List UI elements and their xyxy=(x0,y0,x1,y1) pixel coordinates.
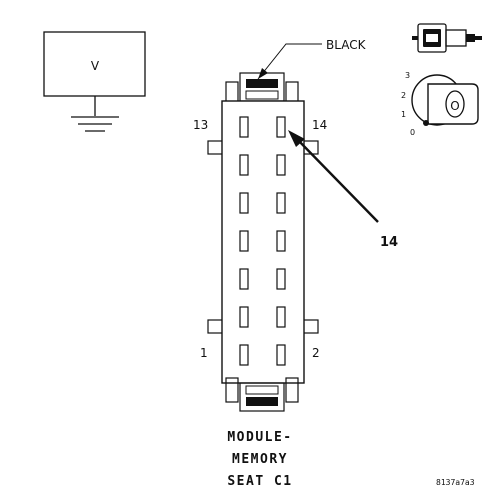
pin-cavity-7 xyxy=(239,230,249,252)
pin-cavity-10 xyxy=(276,192,286,214)
pin-callout-label: 14 xyxy=(380,235,398,250)
ignition-position-1: 1 xyxy=(401,110,406,119)
connector-icon xyxy=(207,72,319,412)
caption-line-3: SEAT C1 xyxy=(227,474,292,489)
pin-label-2: 2 xyxy=(312,346,320,360)
pin-label-14: 14 xyxy=(312,118,327,132)
pin-cavity-1 xyxy=(239,344,249,366)
pin-label-13: 13 xyxy=(193,118,208,132)
pin-cavity-12 xyxy=(276,154,286,176)
pin-cavity-2 xyxy=(276,344,286,366)
caption-line-2: MEMORY xyxy=(232,452,288,467)
ignition-position-0: 0 xyxy=(410,128,415,137)
ignition-position-2: 2 xyxy=(401,91,406,100)
pin-cavity-5 xyxy=(239,268,249,290)
pin-cavity-11 xyxy=(239,154,249,176)
wire-color-label: BLACK xyxy=(326,38,367,52)
pin-cavity-4 xyxy=(276,306,286,328)
pin-cavity-8 xyxy=(276,230,286,252)
reference-code: 8137a7a3 xyxy=(436,478,475,487)
ground-symbol-icon xyxy=(71,116,119,132)
pin-cavities xyxy=(239,116,286,366)
meter-label: V xyxy=(91,59,100,73)
key-label: O xyxy=(450,99,459,113)
ignition-key-icon: O 3 2 1 0 xyxy=(401,71,479,137)
pin-cavity-9 xyxy=(239,192,249,214)
ignition-position-3: 3 xyxy=(405,71,410,80)
pin-cavity-3 xyxy=(239,306,249,328)
pin-cavity-13 xyxy=(239,116,249,138)
caption-line-1: MODULE- xyxy=(227,430,292,445)
connector-plug-icon xyxy=(412,23,482,53)
pin-callout-arrow: 14 xyxy=(288,130,398,250)
pin-label-1: 1 xyxy=(200,346,208,360)
connector-caption: MODULE- MEMORY SEAT C1 xyxy=(227,430,292,489)
voltmeter-icon: V xyxy=(43,31,146,116)
pin-cavity-14 xyxy=(276,116,286,138)
pin-cavity-6 xyxy=(276,268,286,290)
